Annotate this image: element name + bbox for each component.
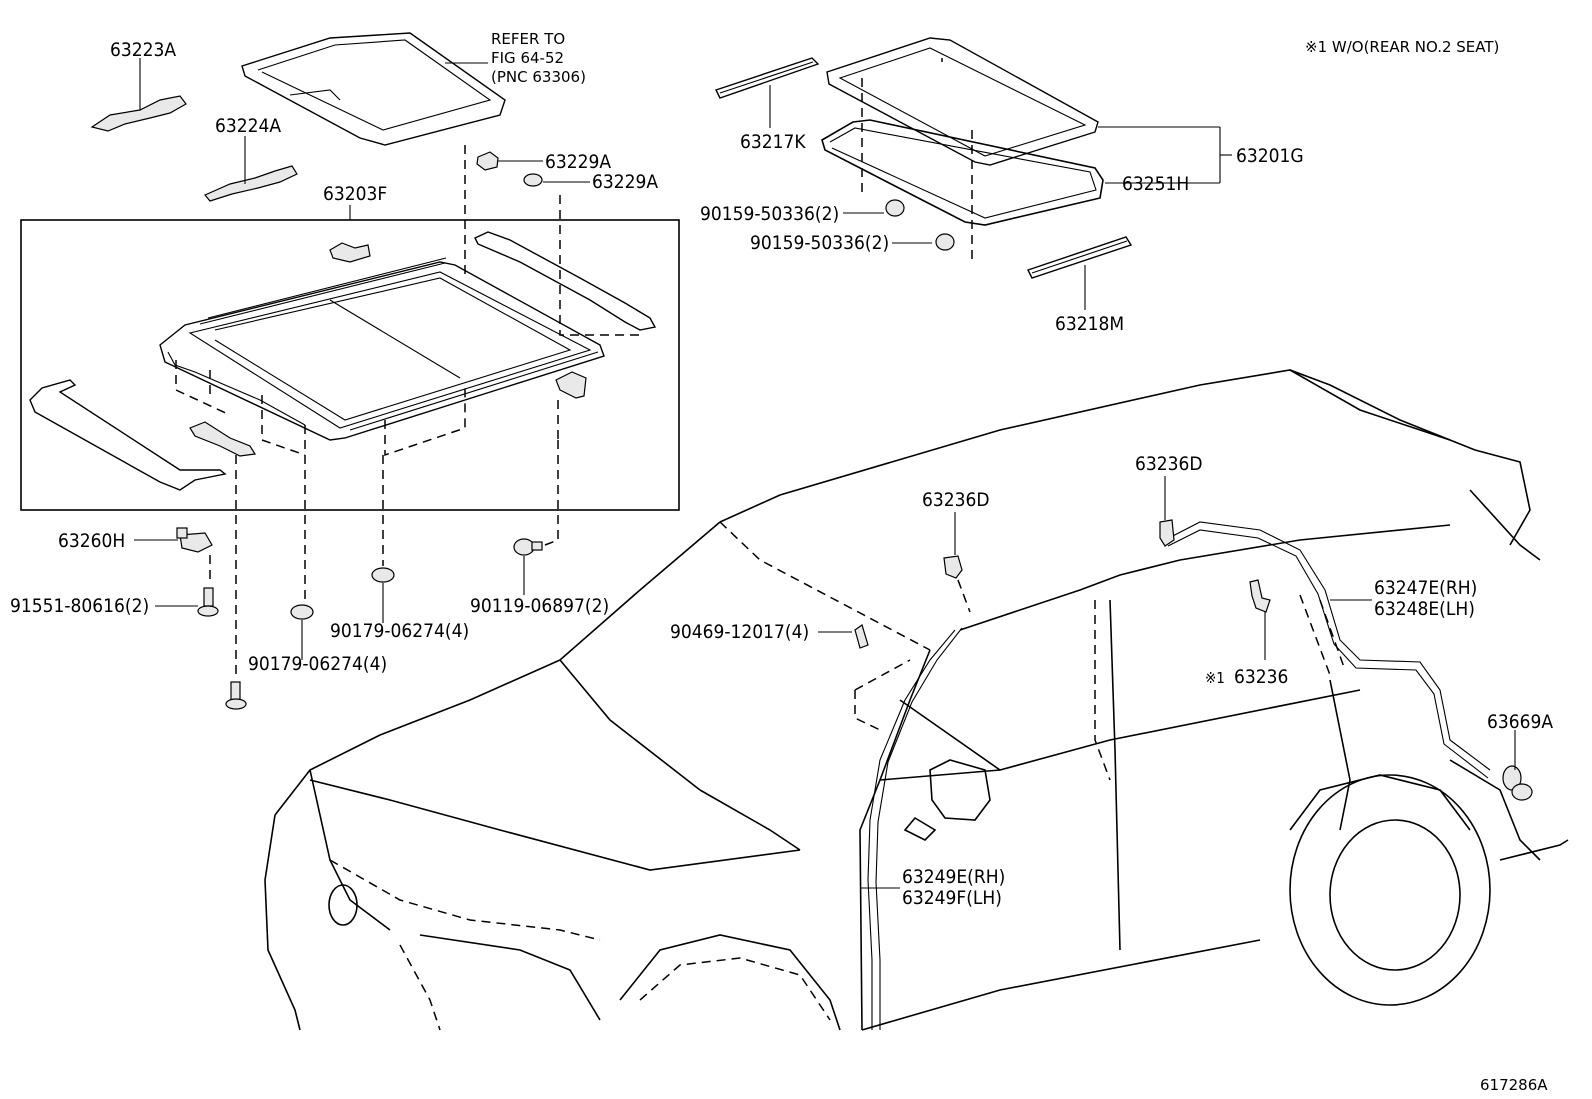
part-90119-screw bbox=[513, 538, 543, 556]
part-91551-bolt bbox=[197, 587, 219, 617]
label-63251H: 63251H bbox=[1122, 173, 1189, 195]
part-housing-side-rail-right bbox=[474, 231, 657, 331]
part-sliding-roof-housing-frame bbox=[159, 257, 605, 441]
part-63251H-seal bbox=[821, 119, 1104, 226]
note-text: ※1 W/O(REAR NO.2 SEAT) bbox=[1305, 38, 1499, 56]
part-63669A-grommet bbox=[1502, 765, 1533, 801]
part-63236D-clamp-1 bbox=[943, 555, 963, 579]
label-63224A: 63224A bbox=[215, 115, 281, 137]
label-63249F: 63249F(LH) bbox=[902, 887, 1002, 909]
part-63201G-glass bbox=[826, 37, 1099, 166]
vehicle-outline bbox=[264, 369, 1569, 1031]
part-63260H-sensor bbox=[176, 527, 213, 553]
label-90179-06274-2: 90179-06274(4) bbox=[330, 620, 469, 642]
label-63249E: 63249E(RH) bbox=[902, 866, 1005, 888]
part-63223A-bracket bbox=[90, 95, 187, 132]
housing-group-box bbox=[20, 219, 680, 511]
part-63217K-weatherstrip bbox=[715, 57, 820, 99]
label-63236: 63236 bbox=[1234, 666, 1288, 688]
part-90159-screw-1 bbox=[885, 199, 905, 217]
label-63260H: 63260H bbox=[58, 530, 125, 552]
part-housing-bracket-bottom bbox=[189, 421, 257, 457]
part-roof-glass-reference bbox=[241, 32, 506, 146]
drain-hose-rear bbox=[1164, 521, 1491, 779]
part-housing-bracket-top bbox=[329, 242, 371, 263]
label-63236D-2: 63236D bbox=[1135, 453, 1203, 475]
part-63229A-clip-2 bbox=[523, 173, 543, 187]
figure-id: 617286A bbox=[1480, 1076, 1548, 1094]
label-63229A-1: 63229A bbox=[545, 151, 611, 173]
part-housing-front-trim-left bbox=[29, 379, 227, 491]
part-90179-nut-1 bbox=[290, 604, 314, 620]
label-63236D-1: 63236D bbox=[922, 489, 990, 511]
label-90119-06897: 90119-06897(2) bbox=[470, 595, 609, 617]
label-63236-mark: ※1 bbox=[1205, 669, 1225, 687]
label-63217K: 63217K bbox=[740, 131, 806, 153]
label-90179-06274-1: 90179-06274(4) bbox=[248, 653, 387, 675]
part-63236-clip bbox=[1249, 579, 1271, 613]
label-63203F: 63203F bbox=[323, 183, 387, 205]
part-63218M-weatherstrip bbox=[1027, 236, 1133, 279]
label-63223A: 63223A bbox=[110, 39, 176, 61]
label-90159-50336-2: 90159-50336(2) bbox=[750, 232, 889, 254]
refer-line-1: REFER TO bbox=[491, 30, 565, 48]
label-90159-50336-1: 90159-50336(2) bbox=[700, 203, 839, 225]
drain-hose-front bbox=[867, 627, 963, 1030]
label-63201G: 63201G bbox=[1236, 145, 1304, 167]
part-90159-screw-2 bbox=[935, 233, 955, 251]
part-63229A-clip-1 bbox=[476, 151, 499, 171]
part-housing-bracket-right bbox=[555, 371, 587, 399]
label-91551-80616: 91551-80616(2) bbox=[10, 595, 149, 617]
refer-line-2: FIG 64-52 bbox=[491, 49, 564, 67]
part-90469-clip bbox=[854, 624, 869, 649]
part-bolt-lower bbox=[225, 681, 247, 710]
part-63224A-bracket bbox=[204, 165, 298, 202]
label-63218M: 63218M bbox=[1055, 313, 1124, 335]
part-90179-nut-2 bbox=[371, 567, 395, 583]
label-63248E: 63248E(LH) bbox=[1374, 598, 1475, 620]
refer-line-3: (PNC 63306) bbox=[491, 68, 586, 86]
label-90469-12017: 90469-12017(4) bbox=[670, 621, 809, 643]
part-63236D-clamp-2 bbox=[1159, 519, 1175, 547]
label-63229A-2: 63229A bbox=[592, 171, 658, 193]
label-63669A: 63669A bbox=[1487, 711, 1553, 733]
label-63247E: 63247E(RH) bbox=[1374, 577, 1477, 599]
